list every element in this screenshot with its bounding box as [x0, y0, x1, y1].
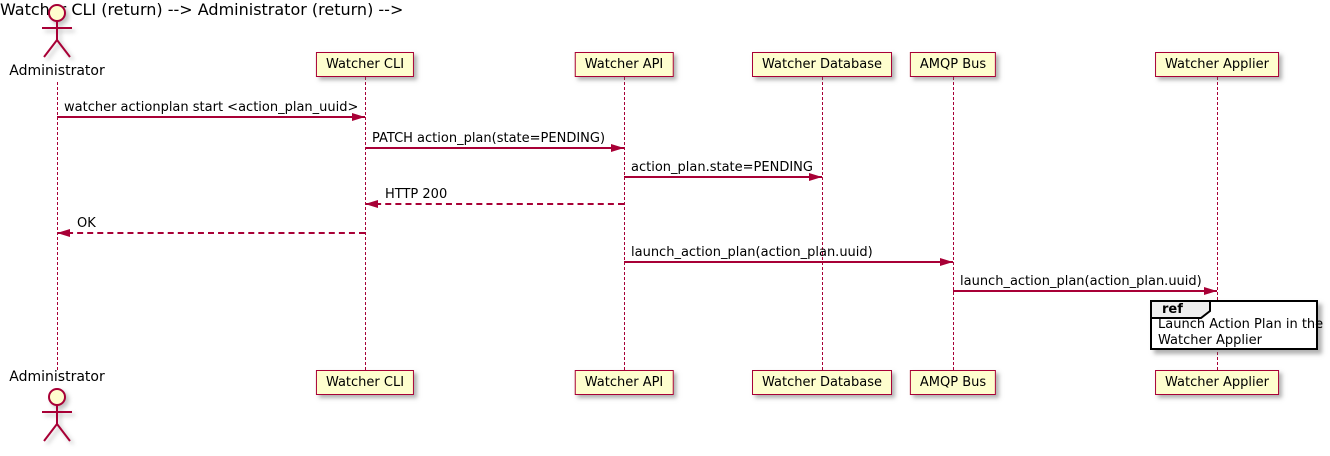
lifeline-administrator [57, 82, 58, 370]
message-3-line [624, 176, 822, 178]
message-1-arrowhead-icon [352, 112, 365, 121]
ref-keyword: ref [1162, 302, 1183, 317]
lifeline-amqp-bus [953, 77, 954, 370]
message-1-line [57, 116, 365, 118]
message-1-label: watcher actionplan start <action_plan_uu… [64, 100, 359, 115]
participant-watcher-api-top: Watcher API [574, 52, 674, 77]
actor-label-bottom: Administrator [9, 369, 105, 385]
actor-icon [42, 4, 72, 58]
message-7-label: launch_action_plan(action_plan.uuid) [960, 274, 1202, 289]
participant-watcher-api-bottom: Watcher API [574, 370, 674, 395]
message-3-arrowhead-icon [809, 172, 822, 181]
message-6-arrowhead-icon [940, 257, 953, 266]
message-6-line [624, 261, 953, 263]
message-7-line [953, 290, 1217, 292]
message-3-label: action_plan.state=PENDING [631, 160, 813, 175]
message-7-arrowhead-icon [1204, 286, 1217, 295]
message-2-arrowhead-icon [611, 143, 624, 152]
message-5-line [57, 232, 365, 234]
message-4-arrowhead-icon [365, 199, 378, 208]
lifeline-watcher-api [624, 77, 625, 370]
participant-watcher-database-top: Watcher Database [752, 52, 892, 77]
lifeline-watcher-cli [365, 77, 366, 370]
ref-text-line2: Watcher Applier [1158, 333, 1262, 348]
message-4-line [365, 203, 624, 205]
message-2-label: PATCH action_plan(state=PENDING) [372, 131, 606, 146]
participant-amqp-bus-bottom: AMQP Bus [909, 370, 997, 395]
ref-text-line1: Launch Action Plan in the [1158, 317, 1324, 332]
participant-watcher-applier-top: Watcher Applier [1155, 52, 1279, 77]
message-5-arrowhead-icon [57, 228, 70, 237]
actor-label: Administrator [9, 63, 105, 79]
participant-watcher-database-bottom: Watcher Database [752, 370, 892, 395]
message-5-label: OK [77, 216, 96, 231]
ref-fragment: ref Launch Action Plan in the Watcher Ap… [1150, 300, 1323, 350]
message-4-label: HTTP 200 [385, 187, 448, 202]
ref-tab-shape [1150, 300, 1211, 319]
participant-watcher-applier-bottom: Watcher Applier [1155, 370, 1279, 395]
participant-amqp-bus-top: AMQP Bus [909, 52, 997, 77]
actor-icon-bottom [42, 388, 72, 442]
lifeline-watcher-applier [1217, 77, 1218, 370]
message-6-label: launch_action_plan(action_plan.uuid) [631, 245, 873, 260]
message-2-line [365, 147, 624, 149]
participant-watcher-cli-top: Watcher CLI [315, 52, 415, 77]
lifeline-watcher-database [822, 77, 823, 370]
participant-watcher-cli-bottom: Watcher CLI [315, 370, 415, 395]
